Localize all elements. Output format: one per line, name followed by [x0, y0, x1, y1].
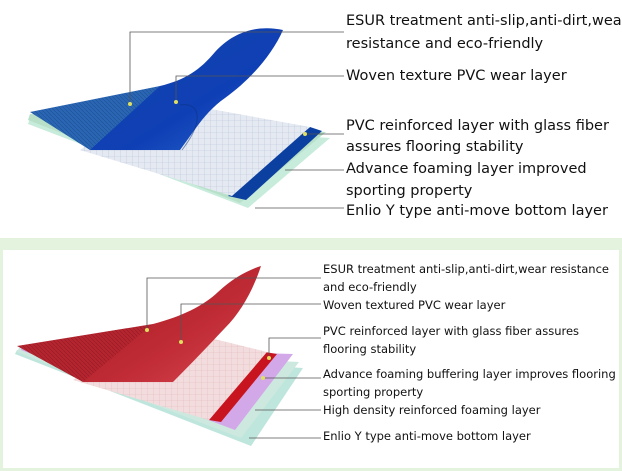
frame-left: [0, 250, 3, 471]
panel-separator: [0, 238, 622, 250]
label-foaming-layer: Advance foaming layer improved: [346, 161, 587, 177]
top-wear-curl: [90, 28, 283, 150]
label-glass-fiber: PVC reinforced layer with glass fiber: [346, 118, 609, 134]
label-esur-treatment-b: ESUR treatment anti-slip,anti-dirt,wear …: [323, 262, 609, 276]
label-esur-treatment-cont: resistance and eco-friendly: [346, 36, 544, 52]
label-glass-fiber-b: PVC reinforced layer with glass fiber as…: [323, 324, 580, 338]
label-bottom-layer: Enlio Y type anti-move bottom layer: [346, 203, 608, 219]
label-foaming-buffer-b: Advance foaming buffering layer improves…: [323, 367, 616, 381]
label-foaming-layer-cont: sporting property: [346, 183, 473, 199]
label-wear-layer-b: Woven textured PVC wear layer: [323, 298, 506, 312]
label-esur-treatment: ESUR treatment anti-slip,anti-dirt,wear: [346, 13, 622, 29]
label-glass-fiber-b-cont: flooring stability: [323, 342, 417, 356]
top-layer-illustration: [28, 28, 344, 209]
frame-right: [619, 250, 622, 471]
bottom-wear-curl: [83, 266, 261, 382]
top-glass-fiber-layer: [228, 127, 322, 200]
frame-bottom: [0, 468, 622, 471]
label-high-density-b: High density reinforced foaming layer: [323, 403, 541, 417]
label-bottom-layer-b: Enlio Y type anti-move bottom layer: [323, 429, 531, 443]
label-wear-layer: Woven texture PVC wear layer: [346, 68, 567, 84]
label-glass-fiber-cont: assures flooring stability: [346, 139, 524, 155]
label-esur-treatment-b-cont: and eco-friendly: [323, 280, 417, 294]
top-layer-diagram: ESUR treatment anti-slip,anti-dirt,wear …: [28, 13, 622, 219]
bottom-glass-fiber-layer: [209, 352, 277, 422]
bottom-layer-diagram: ESUR treatment anti-slip,anti-dirt,wear …: [3, 250, 619, 468]
label-foaming-buffer-b-cont: sporting property: [323, 385, 424, 399]
bottom-wear-layer: [17, 324, 173, 382]
bottom-layer-illustration: [15, 266, 321, 446]
